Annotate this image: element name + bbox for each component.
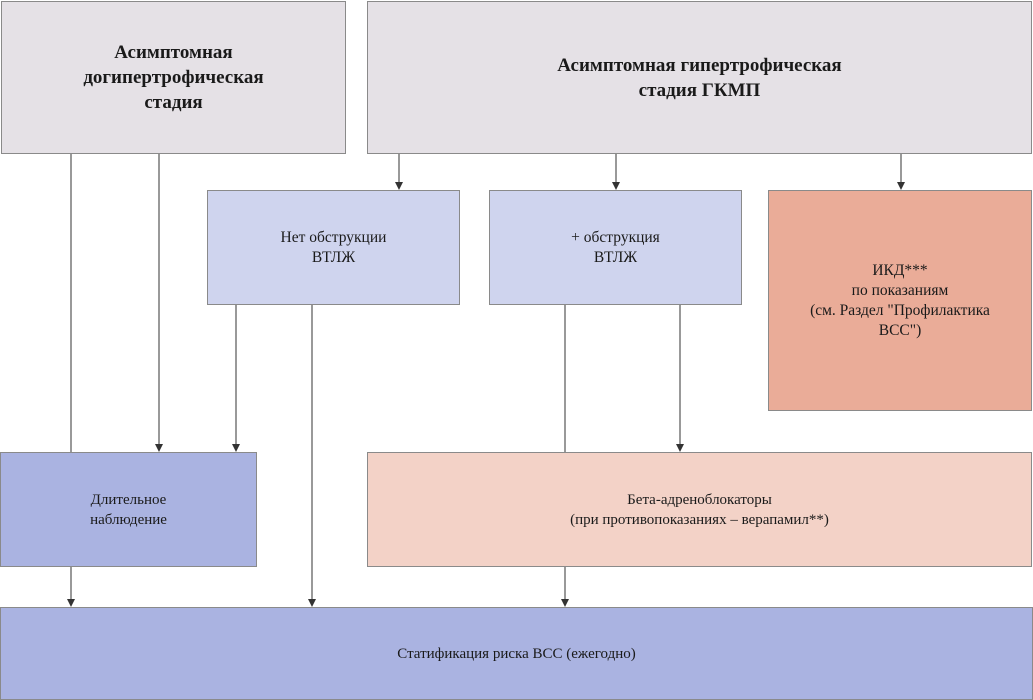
long-observation-box: Длительное наблюдение <box>0 452 257 567</box>
box-text-line: ВТЛЖ <box>311 248 356 266</box>
hypertrophic-stage-box: Асимптомная гипертрофическая стадия ГКМП <box>367 1 1032 154</box>
box-text-line: Бета-адреноблокаторы <box>627 491 772 508</box>
obstruction-box: + обструкция ВТЛЖ <box>489 190 742 305</box>
presymptomatic-stage-box: Асимптомная догипертрофическая стадия <box>1 1 346 154</box>
box-text-line: (см. Раздел "Профилактика <box>810 301 990 319</box>
box-text-line: Нет обструкции <box>280 228 387 246</box>
box-text-line: стадия ГКМП <box>638 79 761 101</box>
box-text-line: стадия <box>144 92 203 113</box>
box-text-line: Статификация риска ВСС (ежегодно) <box>397 645 636 662</box>
box-text-line: наблюдение <box>90 511 167 528</box>
box-text-line: (при противопоказаниях – верапамил**) <box>570 511 829 528</box>
risk-stratification-box: Статификация риска ВСС (ежегодно) <box>0 607 1033 700</box>
box-text-line: догипертрофическая <box>83 67 264 88</box>
box-text-line: Длительное <box>90 491 167 508</box>
beta-blockers-box: Бета-адреноблокаторы (при противопоказан… <box>367 452 1032 567</box>
no-obstruction-box: Нет обструкции ВТЛЖ <box>207 190 460 305</box>
icd-box: ИКД*** по показаниям (см. Раздел "Профил… <box>768 190 1032 411</box>
box-text-line: ВСС") <box>878 321 922 339</box>
box-text-line: Асимптомная <box>114 42 233 63</box>
box-text-line: Асимптомная гипертрофическая <box>557 54 842 76</box>
box-text-line: по показаниям <box>851 281 949 299</box>
box-text-line: ИКД*** <box>872 261 928 279</box>
box-text-line: + обструкция <box>571 228 660 246</box>
box-text-line: ВТЛЖ <box>593 248 638 266</box>
